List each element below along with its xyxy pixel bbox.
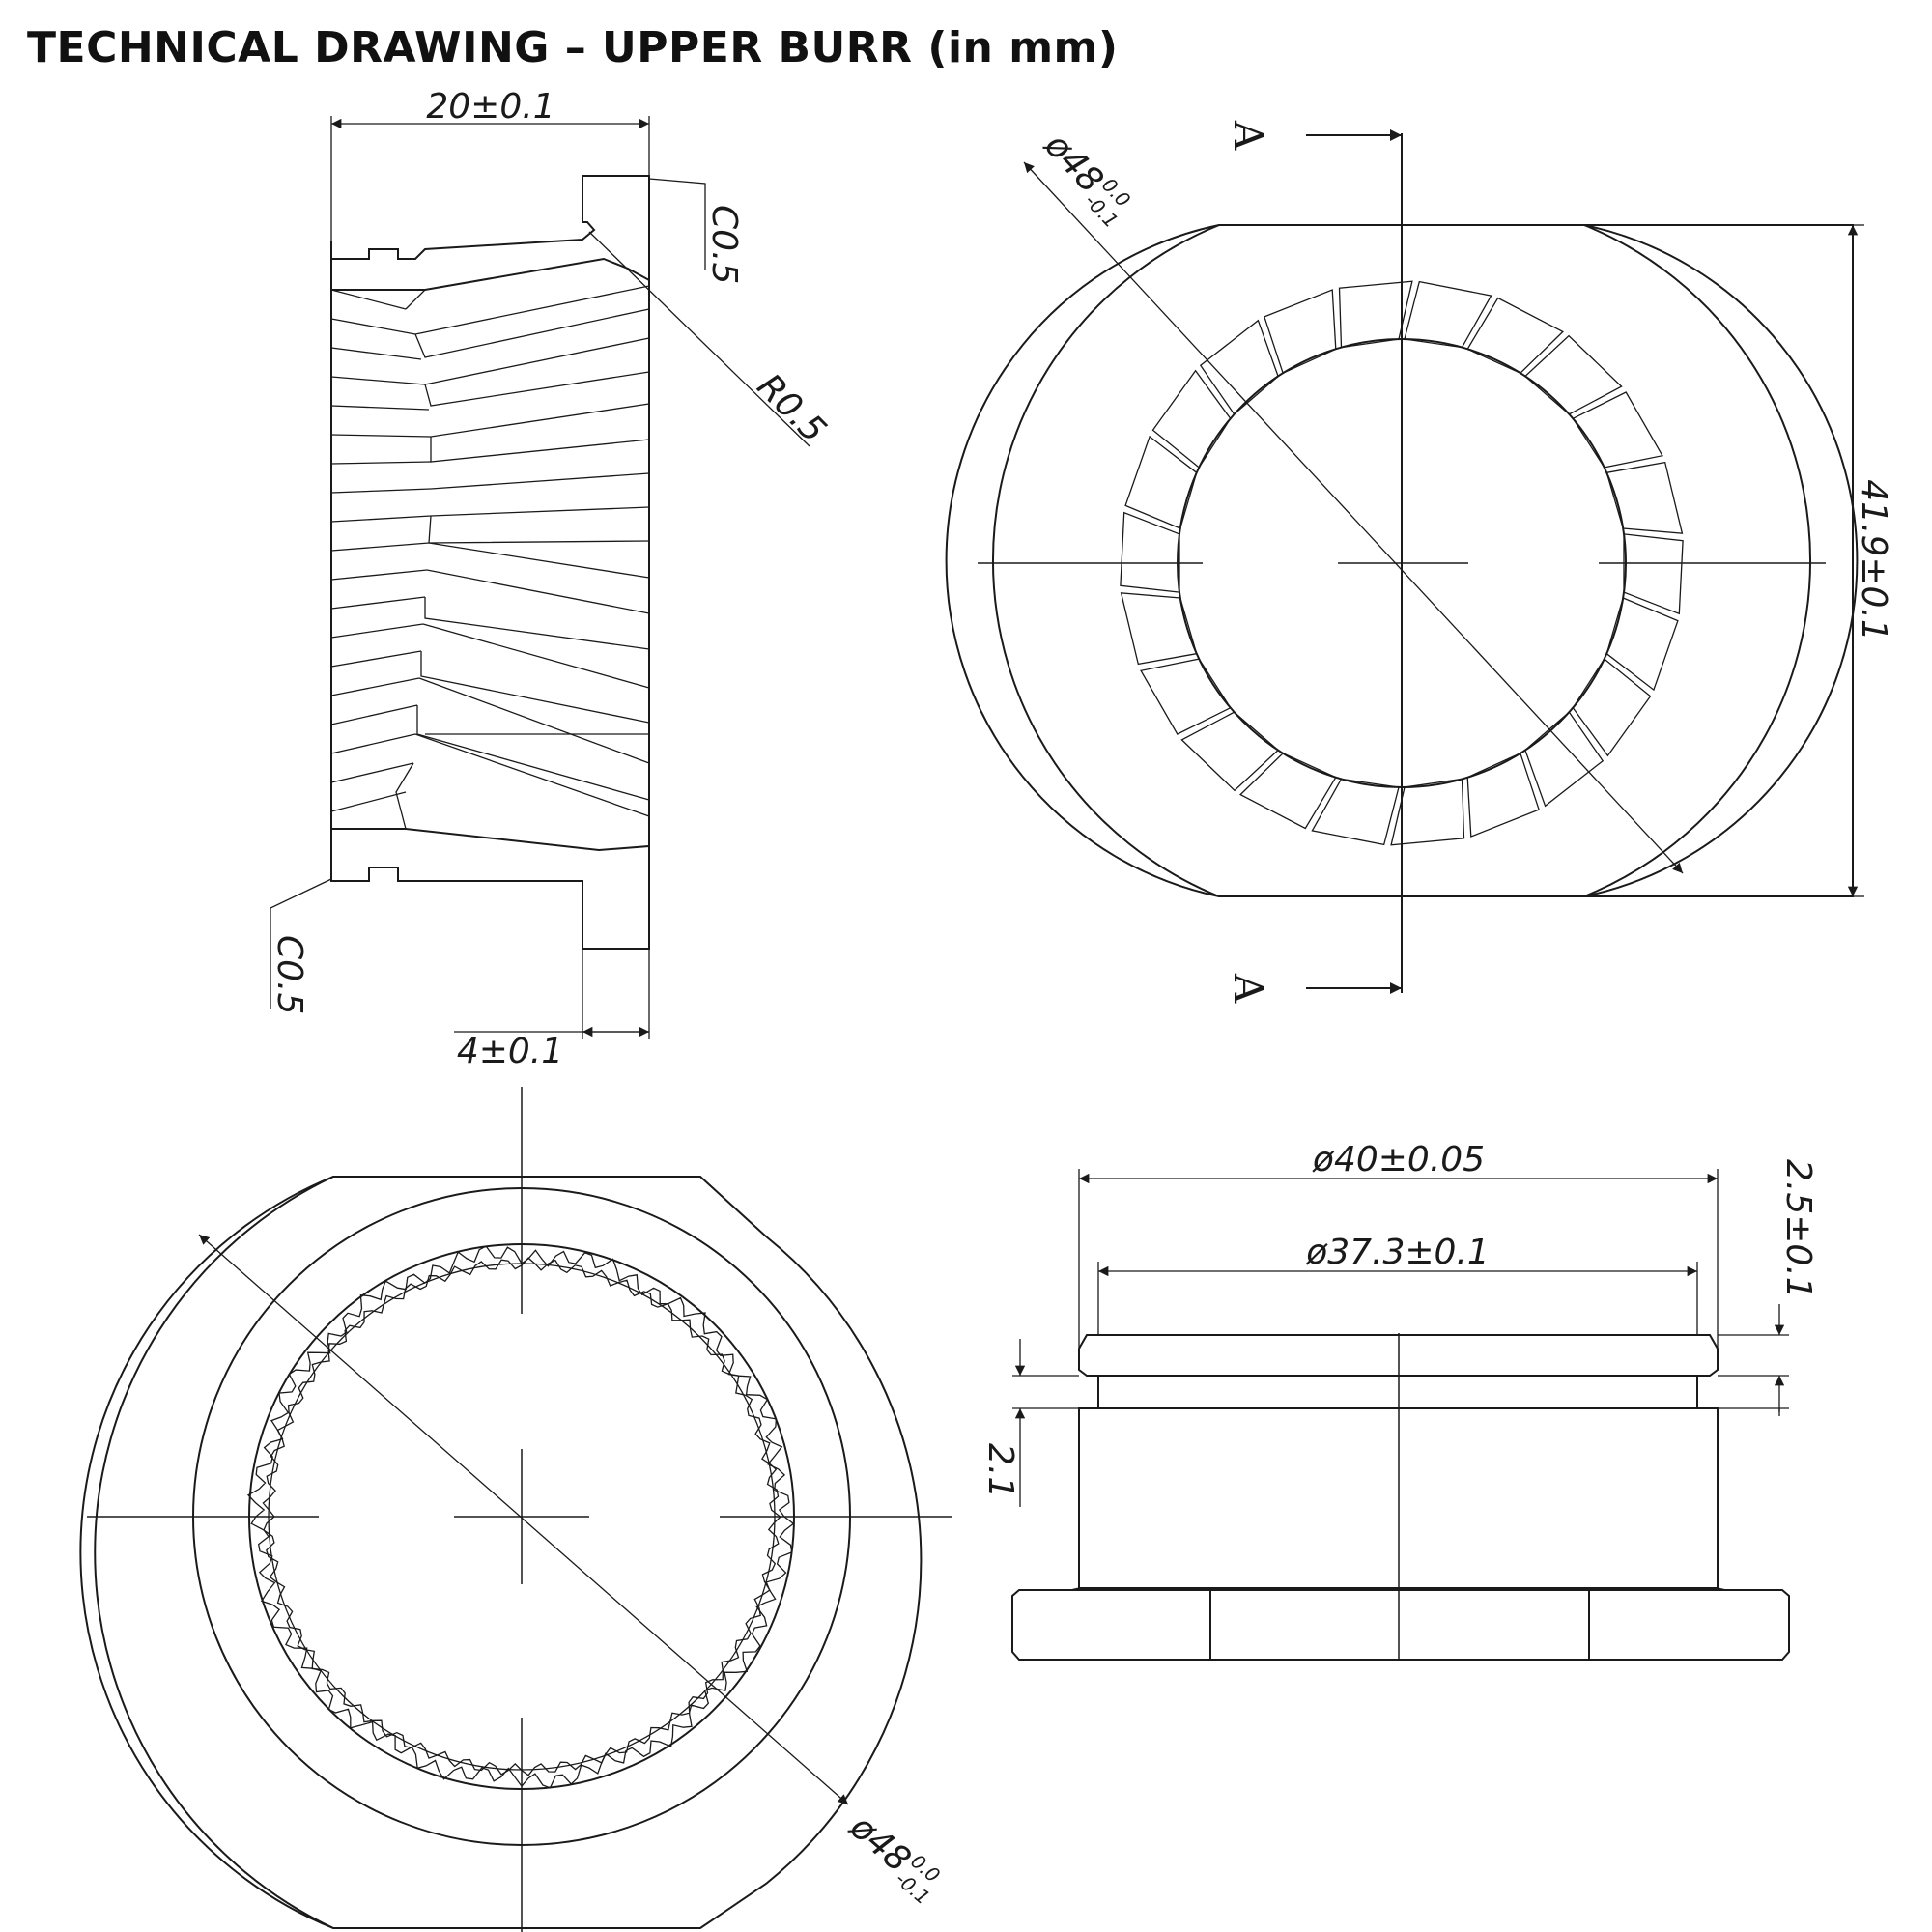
tooth [1264, 289, 1337, 375]
front-outer-profile [945, 224, 1854, 897]
tooth [1180, 711, 1280, 792]
page-title: TECHNICAL DRAWING – UPPER BURR (in mm) [27, 23, 1119, 72]
dim-chamfer-top: C0.5 [648, 178, 744, 284]
front-outer-arc-right-inner [1583, 224, 1812, 897]
dim-overall-length-text: 20±0.1 [426, 87, 554, 127]
upper-wall-section [330, 175, 650, 291]
section-label-top: A [1225, 120, 1272, 151]
lower-wall-section [330, 828, 650, 950]
rear-outer-profile [94, 1176, 923, 1929]
tooth [1140, 658, 1232, 735]
tooth [1311, 778, 1400, 846]
flat-height-text: 41.9±0.1 [1854, 479, 1893, 641]
flange-thickness-text: 4±0.1 [457, 1032, 563, 1071]
tooth [1524, 711, 1605, 808]
outer-diameter-text: ø40±0.05 [1312, 1140, 1485, 1179]
tooth [1605, 597, 1679, 692]
tooth [1124, 435, 1198, 529]
profile-flange [1011, 1589, 1790, 1661]
tooth [1199, 319, 1279, 415]
dim-step-height: 2.5±0.1 [1697, 1159, 1818, 1416]
front-outer-arc-left-inner [991, 224, 1220, 897]
tooth [1466, 752, 1540, 838]
tooth [1239, 753, 1337, 830]
dim-flat-height: 41.9±0.1 [1847, 224, 1893, 897]
groove-height-text: 2.1 [980, 1443, 1020, 1498]
tooth [1151, 369, 1232, 469]
chamfer-bottom-text: C0.5 [270, 935, 309, 1014]
dim-groove-height: 2.1 [980, 1339, 1098, 1507]
profile-view: ø40±0.05 ø37.3±0.1 2.5±0.1 2.1 [980, 1140, 1818, 1661]
tooth [1572, 658, 1652, 757]
dim-overall-length: 20±0.1 [330, 87, 650, 242]
rear-outer-inner-arc [79, 1176, 334, 1929]
profile-groove [1097, 1375, 1698, 1409]
tooth [1466, 297, 1564, 374]
side-section-view: 20±0.1 C0.5 R0.5 C0.5 4±0.1 [270, 87, 834, 1071]
tooth [1572, 391, 1663, 469]
tooth [1605, 461, 1684, 534]
radius-text: R0.5 [750, 366, 834, 450]
section-label-bottom: A [1225, 973, 1272, 1004]
dim-outer-diameter: ø40±0.05 [1078, 1140, 1719, 1349]
profile-top-ring [1078, 1334, 1719, 1377]
inner-diameter-text: ø37.3±0.1 [1305, 1233, 1490, 1272]
chamfer-top-text: C0.5 [704, 205, 744, 284]
front-view: A A ø48 0.0 -0.1 41.9±0.1 [945, 120, 1893, 1004]
side-teeth [330, 258, 650, 830]
dim-flange-thickness: 4±0.1 [454, 949, 650, 1071]
step-height-text: 2.5±0.1 [1778, 1159, 1818, 1299]
dim-inner-diameter: ø37.3±0.1 [1097, 1233, 1698, 1335]
side-outer-profile [330, 176, 650, 949]
tooth [1523, 334, 1623, 415]
rear-view: ø48 0.0 -0.1 [79, 1087, 952, 1932]
tooth [1404, 280, 1492, 349]
dim-chamfer-bottom: C0.5 [270, 878, 332, 1014]
tooth [1120, 592, 1198, 666]
